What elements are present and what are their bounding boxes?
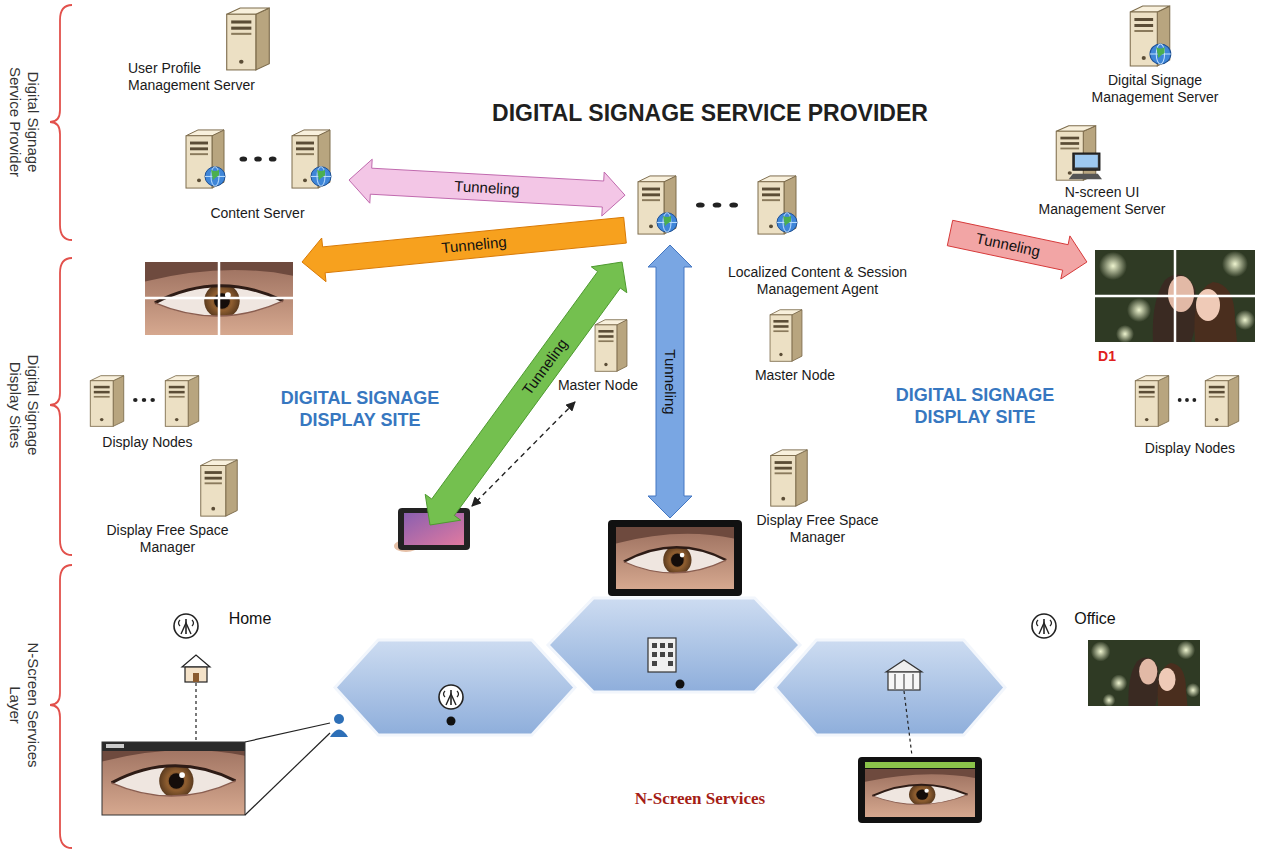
service-arrow: N-Screen Services <box>160 764 1240 840</box>
text-slot: Home <box>215 609 285 628</box>
label-slot: D1 <box>1098 348 1116 365</box>
text-slot: DIGITAL SIGNAGE DISPLAY SITE <box>870 385 1080 428</box>
display-label: D1 <box>1098 348 1116 365</box>
text-slot: DIGITAL SIGNAGE SERVICE PROVIDER <box>450 100 970 128</box>
ellipsis-dots <box>131 396 157 404</box>
node-label: DIGITAL SIGNAGE DISPLAY SITE <box>870 385 1080 428</box>
server-icon <box>590 318 632 373</box>
label-slot: Digital Signage Service Provider <box>6 52 42 192</box>
node-label: DIGITAL SIGNAGE DISPLAY SITE <box>255 388 465 431</box>
node-label: Display Free Space Manager <box>730 512 905 546</box>
node-label: Master Node <box>745 367 845 384</box>
text-slot: N-Screen Services <box>560 789 840 809</box>
text-slot: DIGITAL SIGNAGE DISPLAY SITE <box>255 388 465 431</box>
node-label: N-screen UI Management Server <box>1027 184 1177 218</box>
ellipsis-dots <box>1176 396 1198 404</box>
label-slot: N-Screen Services Layer <box>6 630 42 780</box>
building-icon <box>648 638 685 689</box>
text-slot: Master Node <box>745 367 845 384</box>
server-icon <box>1124 4 1176 68</box>
tunnel-label: Tunneling <box>974 230 1042 261</box>
text-slot: Display Nodes <box>1125 440 1255 457</box>
server-icon <box>752 174 802 236</box>
layer-label: Digital Signage Service Provider <box>6 52 42 192</box>
node-label: N-Screen Services <box>560 789 840 809</box>
ellipsis-dots <box>236 154 280 164</box>
tunnel-label: Tunneling <box>454 177 520 199</box>
text-slot: Master Node <box>548 377 648 394</box>
label-slot: Tunneling <box>441 233 508 257</box>
node-label: Content Server <box>170 205 345 222</box>
home-screen <box>102 714 348 815</box>
tunnel-label: Tunneling <box>661 349 679 414</box>
server-node: N-screen UI Management Server <box>1010 122 1195 222</box>
server-node: Display Nodes <box>80 370 219 458</box>
server-node: Display Nodes <box>1125 370 1259 470</box>
text-slot: Localized Content & Session Management A… <box>690 264 945 298</box>
display-site-cloud: DIGITAL SIGNAGE DISPLAY SITE Master Node D… <box>735 262 1245 557</box>
server-node: Display Free Space Manager <box>730 445 909 550</box>
server-icon <box>765 308 807 363</box>
location-hexagon: Office <box>988 598 1218 692</box>
display-site-cloud: DIGITAL SIGNAGE DISPLAY SITEDisplay Node… <box>125 262 635 557</box>
network-hexagon <box>335 598 1005 735</box>
location-hexagon: Home <box>130 598 358 692</box>
agent-node: Localized Content & Session Management A… <box>625 170 950 310</box>
node-label: Display Nodes <box>80 434 215 451</box>
node-label: DIGITAL SIGNAGE SERVICE PROVIDER <box>450 100 970 128</box>
text-slot: N-screen UI Management Server <box>1027 184 1177 218</box>
server-node: Content Server <box>170 120 349 240</box>
text-slot: Digital Signage Management Server <box>1080 72 1230 106</box>
ellipsis-dots <box>692 200 742 210</box>
text-slot: User Profile Management Server <box>128 60 278 94</box>
server-node: Display Free Space Manager <box>80 455 259 560</box>
server-icon <box>286 128 336 190</box>
text-slot: Display Free Space Manager <box>80 522 255 556</box>
tunnel-connector <box>349 159 625 216</box>
text-slot: Display Nodes <box>80 434 215 451</box>
node-label: Home <box>215 609 285 628</box>
tunnel-connector <box>302 217 626 281</box>
server-icon <box>1200 374 1244 428</box>
server-node: Digital Signage Management Server <box>1065 2 1245 120</box>
label-slot: Digital Signage Display Sites <box>6 335 42 475</box>
server-icon <box>632 174 682 236</box>
office-screen <box>1088 640 1200 707</box>
node-label: User Profile Management Server <box>128 60 278 94</box>
node-label: Localized Content & Session Management A… <box>690 264 945 298</box>
server-node: User Profile Management Server <box>105 4 305 100</box>
tablet-device <box>394 508 982 823</box>
text-slot: Content Server <box>170 205 345 222</box>
dashed-link <box>472 402 575 506</box>
layer-label: N-Screen Services Layer <box>6 630 42 780</box>
server-icon <box>195 458 243 518</box>
server-icon <box>1130 374 1174 428</box>
node-label: Master Node <box>548 377 648 394</box>
server-icon <box>1050 124 1102 182</box>
server-icon <box>220 6 276 72</box>
layer-brace <box>50 5 72 848</box>
node-label: Display Nodes <box>1125 440 1255 457</box>
label-slot: Tunneling <box>454 177 520 199</box>
tunnel-band <box>425 245 692 525</box>
node-label: Office <box>1060 609 1130 628</box>
house-icon <box>182 655 210 741</box>
antenna-icon <box>174 614 1056 726</box>
server-icon <box>160 374 204 428</box>
server-icon <box>765 448 813 508</box>
server-node: Master Node <box>745 305 849 390</box>
text-slot: Office <box>1060 609 1130 628</box>
tunnel-label: Tunneling <box>441 233 508 257</box>
tunnel-connector <box>947 220 1087 279</box>
label-slot: Tunneling <box>974 230 1042 261</box>
node-label: Digital Signage Management Server <box>1080 72 1230 106</box>
node-label: Display Free Space Manager <box>80 522 255 556</box>
text-slot: Display Free Space Manager <box>730 512 905 546</box>
layer-label: Digital Signage Display Sites <box>6 335 42 475</box>
bank-icon <box>886 660 922 756</box>
label-slot: Tunneling <box>661 349 679 414</box>
server-icon <box>85 374 129 428</box>
server-icon <box>180 128 230 190</box>
